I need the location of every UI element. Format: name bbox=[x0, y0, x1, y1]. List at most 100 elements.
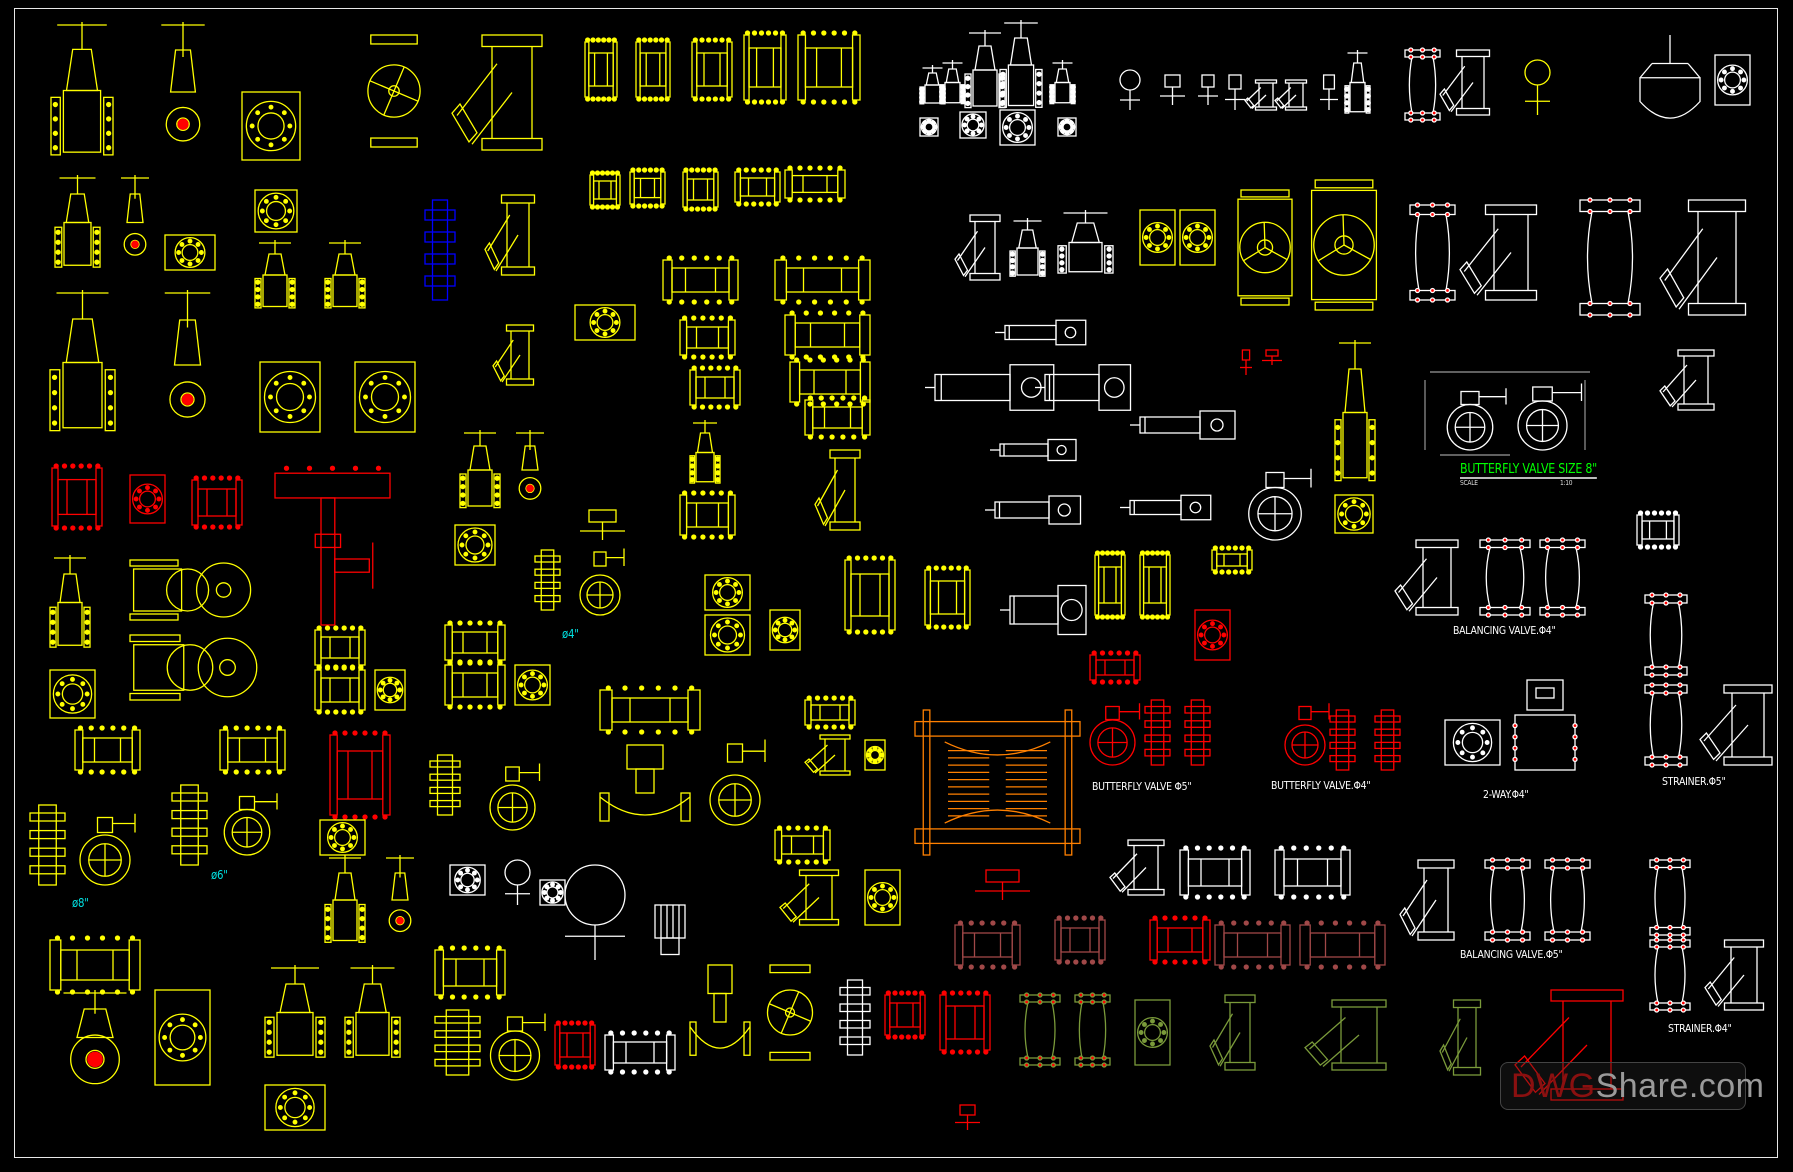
valve-symbol-small bbox=[1198, 74, 1218, 105]
valve-symbol-vpipe bbox=[1539, 537, 1586, 618]
valve-symbol-disc bbox=[354, 361, 416, 433]
label-strainer-5: STRAINER.Φ5" bbox=[1662, 775, 1726, 788]
valve-symbol-small bbox=[975, 869, 1030, 900]
valve-symbol-inline bbox=[804, 695, 856, 730]
valve-symbol-inline bbox=[1054, 915, 1106, 965]
valve-symbol-inline bbox=[1211, 545, 1253, 575]
valve-symbol-inline bbox=[662, 255, 739, 305]
valve-symbol-inline bbox=[1214, 920, 1291, 970]
valve-symbol-small bbox=[1262, 349, 1282, 365]
valve-symbol-wye bbox=[1699, 684, 1773, 766]
valve-symbol-gate bbox=[1057, 210, 1114, 274]
valve-symbol-small bbox=[1320, 74, 1338, 110]
valve-symbol-actuator bbox=[985, 495, 1082, 525]
valve-symbol-bfly bbox=[79, 813, 136, 886]
valve-symbol-inline bbox=[784, 310, 871, 360]
valve-symbol-inline bbox=[434, 945, 506, 1000]
valve-symbol-inline bbox=[924, 565, 971, 630]
valve-symbol-bfly bbox=[709, 739, 766, 826]
valve-symbol-inline bbox=[789, 357, 871, 407]
valve-symbol-disc bbox=[1139, 209, 1176, 266]
valve-symbol-small bbox=[1160, 74, 1185, 105]
valve-symbol-vstack bbox=[839, 979, 871, 1056]
valve-symbol-inline bbox=[444, 620, 506, 665]
valve-symbol-wye bbox=[451, 34, 543, 151]
valve-symbol-bfly bbox=[1089, 703, 1141, 766]
label-2-way-4: 2-WAY.Φ4" bbox=[1483, 788, 1529, 801]
valve-symbol-vpipe bbox=[1019, 992, 1061, 1068]
label-dia4: ø4" bbox=[562, 627, 579, 641]
valve-symbol-inline bbox=[844, 555, 896, 635]
valve-symbol-bfly bbox=[579, 548, 625, 616]
valve-symbol-vpipe bbox=[1479, 537, 1531, 618]
valve-symbol-motor bbox=[654, 904, 686, 956]
valve-symbol-gate bbox=[264, 965, 326, 1058]
valve-symbol-wye bbox=[1274, 79, 1308, 111]
valve-symbol-globe bbox=[689, 964, 751, 1056]
valve-symbol-bfly bbox=[489, 763, 541, 831]
valve-symbol-disc bbox=[241, 91, 301, 161]
valve-symbol-disc bbox=[1194, 609, 1231, 661]
label-balancing-valve-4: BALANCING VALVE.Φ4" bbox=[1453, 624, 1556, 637]
valve-symbol-vpipe bbox=[1649, 857, 1691, 938]
valve-symbol-vstack bbox=[429, 754, 461, 816]
valve-symbol-gateD bbox=[121, 175, 149, 256]
valve-symbol-disc bbox=[959, 111, 987, 139]
valve-symbol-gateD bbox=[516, 430, 544, 500]
valve-symbol-wye bbox=[779, 869, 840, 926]
valve-symbol-gate bbox=[324, 855, 366, 943]
valve-symbol-actuator bbox=[1035, 364, 1132, 411]
valve-symbol-inline bbox=[1636, 510, 1680, 550]
valve-symbol-wye bbox=[814, 449, 861, 531]
valve-symbol-gate bbox=[254, 240, 296, 309]
valve-symbol-inline bbox=[314, 625, 366, 670]
butterfly8-scale-value: 1:10 bbox=[1560, 479, 1573, 487]
watermark-text: DWGShare.com bbox=[1511, 1067, 1765, 1106]
valve-symbol-inline bbox=[689, 365, 741, 410]
valve-symbol-gate bbox=[49, 555, 91, 648]
valve-symbol-wye bbox=[1704, 939, 1765, 1011]
valve-symbol-vstack bbox=[1374, 709, 1401, 771]
valve-symbol-disc bbox=[919, 117, 939, 137]
valve-symbol-globe bbox=[599, 744, 691, 822]
valve-symbol-gate bbox=[1049, 60, 1076, 105]
valve-symbol-inline bbox=[784, 165, 846, 203]
valve-symbol-wheelv bbox=[367, 34, 421, 148]
valve-symbol-inline bbox=[1149, 915, 1211, 965]
butterfly8-title: BUTTERFLY VALVE SIZE 8" bbox=[1460, 462, 1597, 479]
valve-symbol-disc bbox=[264, 1084, 326, 1131]
valve-symbol-vpipe bbox=[1644, 592, 1688, 678]
valve-symbol-disc bbox=[1134, 999, 1171, 1066]
valve-symbol-wye bbox=[1209, 994, 1256, 1071]
valve-symbol-bigwheel bbox=[1310, 179, 1378, 311]
valve-symbol-disc bbox=[864, 739, 886, 771]
valve-symbol-inline bbox=[74, 725, 141, 775]
valve-symbol-disc bbox=[319, 819, 366, 856]
valve-symbol-disc bbox=[254, 189, 298, 233]
valve-symbol-inline bbox=[314, 665, 366, 715]
valve-symbol-inline bbox=[49, 935, 141, 995]
valve-symbol-disc bbox=[1057, 117, 1077, 137]
valve-symbol-inline bbox=[329, 730, 391, 820]
valve-symbol-wye bbox=[1304, 999, 1387, 1071]
valve-symbol-inline bbox=[584, 37, 618, 102]
valve-symbol-inline bbox=[635, 37, 671, 102]
valve-symbol-gate bbox=[1009, 218, 1046, 277]
valve-symbol-inline bbox=[589, 170, 621, 210]
label-butterfly-valve-4: BUTTERFLY VALVE.Φ4" bbox=[1271, 779, 1371, 792]
valve-symbol-tank bbox=[1639, 35, 1701, 119]
valve-symbol-gate bbox=[49, 290, 116, 432]
valve-symbol-gate bbox=[50, 22, 114, 156]
valve-symbol-vpipe bbox=[1544, 857, 1591, 943]
valve-symbol-wye bbox=[1439, 49, 1491, 116]
valve-symbol-small bbox=[580, 509, 625, 540]
valve-symbol-inline bbox=[1179, 845, 1251, 900]
valve-symbol-inline bbox=[554, 1020, 596, 1070]
valve-symbol-disc bbox=[454, 524, 496, 566]
label-strainer-4: STRAINER.Φ4" bbox=[1668, 1022, 1732, 1035]
valve-symbol-vpipe bbox=[1579, 197, 1641, 318]
valve-symbol-gauge bbox=[504, 859, 531, 905]
valve-symbol-inline bbox=[1094, 550, 1126, 620]
